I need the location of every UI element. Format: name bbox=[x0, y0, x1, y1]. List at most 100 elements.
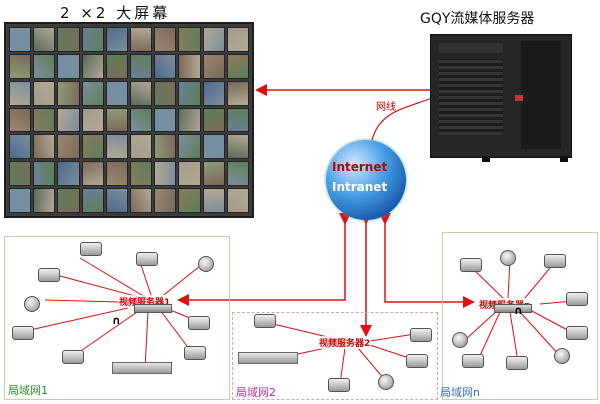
video-wall-tile bbox=[226, 161, 249, 187]
video-wall-tile bbox=[105, 134, 128, 160]
video-wall-tile bbox=[202, 161, 225, 187]
video-wall-grid bbox=[9, 27, 249, 213]
server-network-cable bbox=[371, 97, 433, 141]
video-wall-tile bbox=[130, 80, 153, 106]
camera-icon bbox=[506, 356, 528, 370]
video-wall-tile bbox=[226, 134, 249, 160]
video-wall-tile bbox=[57, 27, 80, 52]
internet-globe-icon bbox=[326, 140, 406, 220]
server-title: GQY流媒体服务器 bbox=[420, 11, 535, 27]
camera-icon bbox=[328, 378, 350, 392]
video-wall-tile bbox=[9, 53, 32, 79]
lan1-connector-icon: ∩ bbox=[112, 314, 121, 327]
lan1-dvr bbox=[112, 362, 172, 374]
video-wall-tile bbox=[9, 80, 32, 106]
video-wall-tile bbox=[178, 134, 201, 160]
video-wall-tile bbox=[226, 80, 249, 106]
dome-camera-icon bbox=[500, 250, 516, 266]
server-foot bbox=[482, 156, 490, 162]
lan2-area bbox=[232, 312, 438, 400]
video-wall-tile bbox=[9, 134, 32, 160]
video-wall-tile bbox=[57, 107, 80, 133]
video-wall-tile bbox=[130, 27, 153, 52]
camera-icon bbox=[188, 316, 210, 330]
video-wall-tile bbox=[105, 27, 128, 52]
lan1-label: 局域网1 bbox=[8, 384, 48, 397]
lan2-label: 局域网2 bbox=[236, 386, 276, 399]
video-wall-tile bbox=[33, 188, 56, 213]
video-wall-tile bbox=[105, 53, 128, 79]
dome-camera-icon bbox=[378, 374, 394, 390]
video-wall-tile bbox=[81, 188, 104, 213]
video-wall-tile bbox=[226, 188, 249, 213]
video-wall-tile bbox=[154, 188, 177, 213]
camera-icon bbox=[12, 326, 34, 340]
video-wall-tile bbox=[202, 80, 225, 106]
video-wall-tile bbox=[9, 107, 32, 133]
server-drive-bay bbox=[439, 43, 503, 53]
camera-icon bbox=[184, 346, 206, 360]
camera-icon bbox=[62, 350, 84, 364]
video-wall-tile bbox=[202, 107, 225, 133]
video-wall-tile bbox=[130, 134, 153, 160]
video-wall-tile bbox=[9, 27, 32, 52]
camera-icon bbox=[410, 328, 432, 342]
lan2-dvr bbox=[238, 352, 298, 364]
video-wall-tile bbox=[202, 53, 225, 79]
server-led-icon bbox=[515, 95, 523, 101]
video-wall-tile bbox=[130, 161, 153, 187]
globe-lan1-link bbox=[177, 213, 351, 306]
camera-icon bbox=[462, 354, 484, 368]
video-wall-tile bbox=[178, 80, 201, 106]
camera-icon bbox=[80, 242, 102, 256]
camera-icon bbox=[254, 314, 276, 328]
video-wall-tile bbox=[105, 80, 128, 106]
video-wall-tile bbox=[154, 161, 177, 187]
video-wall-tile bbox=[154, 107, 177, 133]
video-wall-tile bbox=[105, 188, 128, 213]
camera-icon bbox=[566, 326, 588, 340]
video-wall-tile bbox=[81, 134, 104, 160]
dome-camera-icon bbox=[198, 256, 214, 272]
lann-area bbox=[442, 232, 598, 400]
internet-label: Internet bbox=[332, 160, 388, 174]
video-wall bbox=[4, 22, 254, 218]
lann-video-server bbox=[494, 304, 532, 313]
video-wall-tile bbox=[57, 134, 80, 160]
video-wall-tile bbox=[202, 134, 225, 160]
server-side-panel bbox=[521, 41, 561, 149]
camera-icon bbox=[38, 268, 60, 282]
video-wall-tile bbox=[154, 27, 177, 52]
videowall-title: 2 ×2 大屏幕 bbox=[60, 4, 171, 22]
video-wall-tile bbox=[178, 161, 201, 187]
video-wall-tile bbox=[33, 134, 56, 160]
video-wall-tile bbox=[9, 188, 32, 213]
lan1-video-server bbox=[134, 304, 172, 313]
camera-icon bbox=[136, 252, 158, 266]
network-cable-label: 网线 bbox=[376, 102, 396, 113]
video-wall-tile bbox=[202, 188, 225, 213]
video-wall-tile bbox=[178, 27, 201, 52]
video-wall-tile bbox=[130, 107, 153, 133]
video-wall-tile bbox=[33, 107, 56, 133]
video-wall-tile bbox=[178, 107, 201, 133]
dome-camera-icon bbox=[554, 348, 570, 364]
video-wall-tile bbox=[81, 53, 104, 79]
intranet-label: Intranet bbox=[332, 180, 388, 194]
lann-camera-links bbox=[464, 259, 586, 363]
video-wall-tile bbox=[81, 80, 104, 106]
video-wall-tile bbox=[226, 27, 249, 52]
video-wall-tile bbox=[130, 188, 153, 213]
video-wall-tile bbox=[202, 27, 225, 52]
video-wall-tile bbox=[81, 27, 104, 52]
video-wall-tile bbox=[9, 161, 32, 187]
video-wall-tile bbox=[57, 80, 80, 106]
dome-camera-icon bbox=[24, 296, 40, 312]
dome-camera-icon bbox=[452, 332, 468, 348]
video-wall-tile bbox=[226, 53, 249, 79]
video-wall-tile bbox=[33, 27, 56, 52]
lan1-area bbox=[4, 236, 230, 400]
lann-label: 局域网n bbox=[440, 386, 480, 399]
video-wall-tile bbox=[33, 53, 56, 79]
